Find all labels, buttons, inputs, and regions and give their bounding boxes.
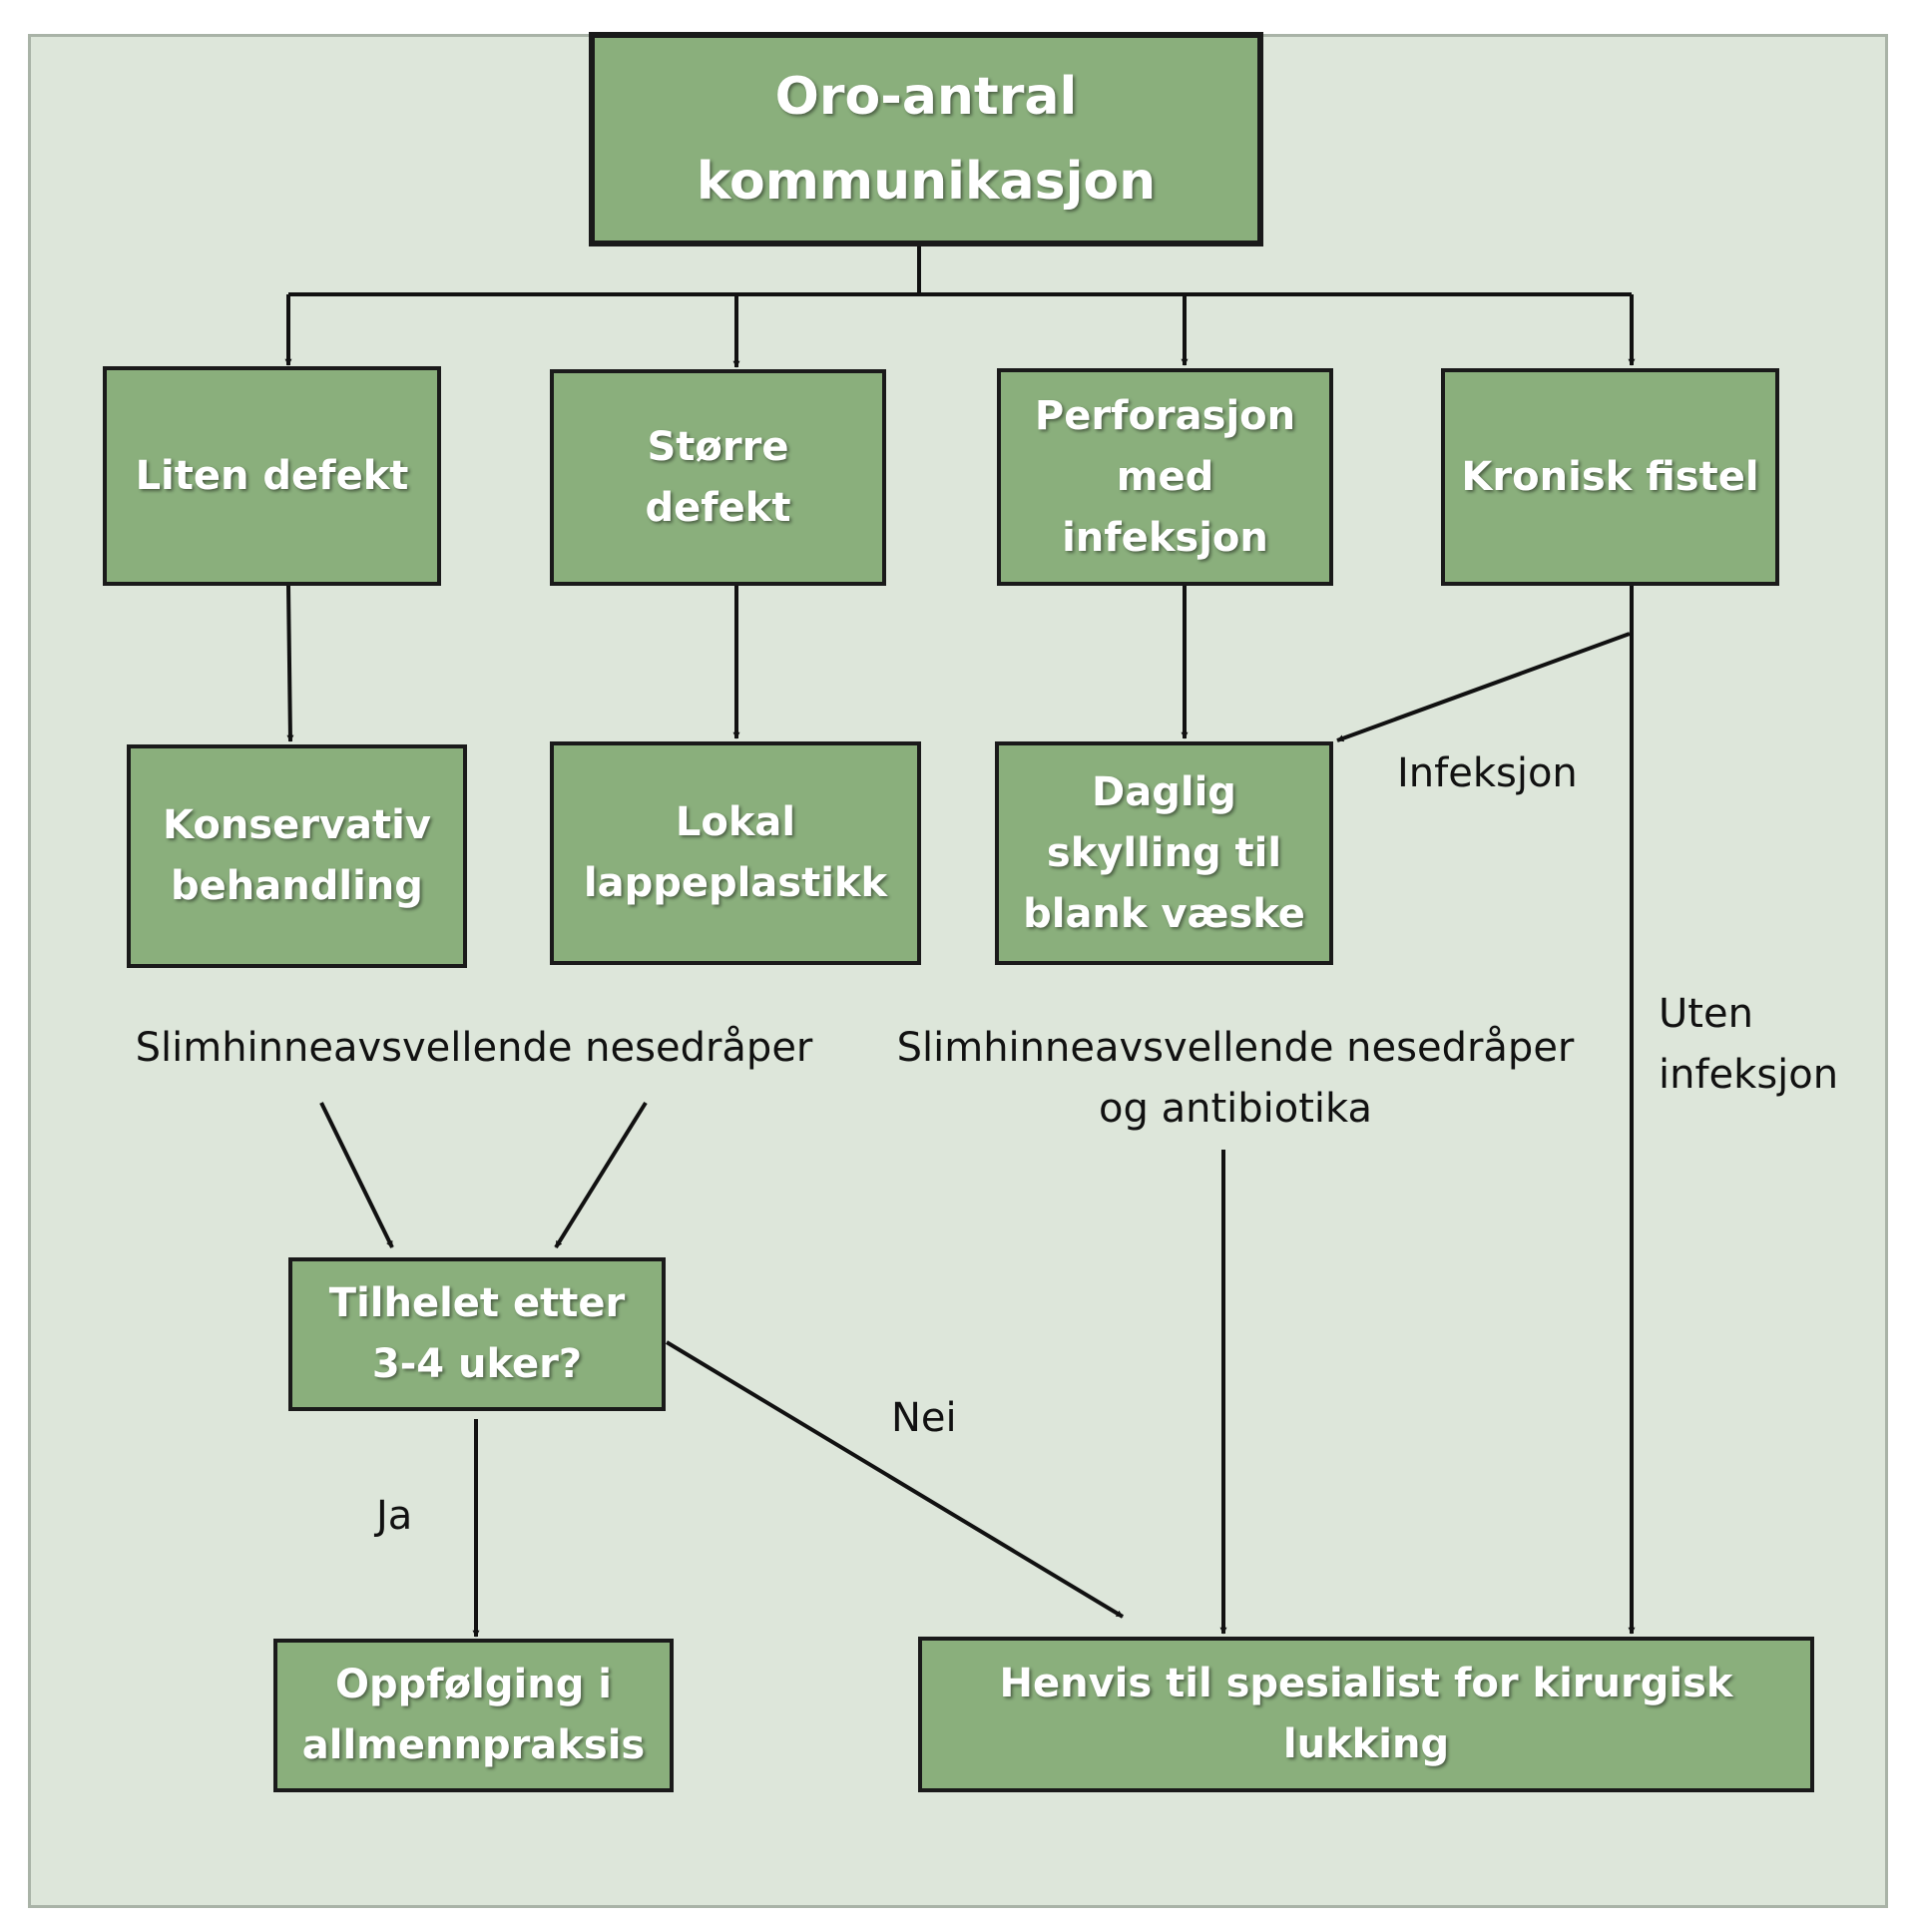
node-lokal-line1: Lokal bbox=[675, 799, 796, 845]
node-storre-defekt: Større defekt bbox=[550, 369, 886, 586]
node-liten-defekt-line1: Liten defekt bbox=[135, 452, 409, 499]
node-konservativ-line1: Konservativ bbox=[163, 802, 431, 848]
node-henvis-line1: Henvis til spesialist for kirurgisk lukk… bbox=[999, 1661, 1733, 1767]
node-oppfolging: Oppfølging i allmennpraksis bbox=[273, 1639, 674, 1792]
node-kronisk-fistel-line1: Kronisk fistel bbox=[1461, 453, 1759, 500]
node-henvis-spesialist: Henvis til spesialist for kirurgisk lukk… bbox=[918, 1637, 1814, 1792]
node-liten-defekt: Liten defekt bbox=[103, 366, 441, 586]
node-daglig-skylling: Daglig skylling til blank væske bbox=[995, 741, 1333, 965]
node-perforasjon-line2: med bbox=[1116, 453, 1214, 500]
label-nesedraper-left: Slimhinneavsvellende nesedråper bbox=[135, 1025, 813, 1071]
node-daglig-line1: Daglig bbox=[1092, 768, 1236, 815]
label-nesedraper-right-line2: og antibiotika bbox=[1099, 1086, 1372, 1132]
node-lokal-line2: lappeplastikk bbox=[583, 860, 888, 906]
arrow-konservativ-to-tilhelet bbox=[319, 1102, 394, 1248]
diagram-panel bbox=[28, 34, 1888, 1908]
label-nesedraper-right-line1: Slimhinneavsvellende nesedråper bbox=[896, 1025, 1575, 1071]
label-ja: Ja bbox=[376, 1493, 413, 1539]
label-infeksjon: Infeksjon bbox=[1397, 750, 1578, 796]
node-oro-antral-line2: kommunikasjon bbox=[696, 151, 1157, 212]
label-uten-line2: infeksjon bbox=[1659, 1052, 1839, 1098]
label-uten-line1: Uten bbox=[1659, 991, 1753, 1037]
arrow-lokal-to-tilhelet bbox=[554, 1101, 648, 1249]
label-nei: Nei bbox=[891, 1395, 957, 1441]
arrow-tilhelet-to-henvis bbox=[665, 1340, 1125, 1619]
arrow-kronisk-to-daglig bbox=[1336, 632, 1631, 742]
node-daglig-line2: skylling til bbox=[1046, 829, 1282, 876]
label-uten-infeksjon: Uten infeksjon bbox=[1659, 984, 1838, 1106]
node-storre-defekt-line1: Større bbox=[647, 423, 789, 470]
node-perforasjon-line1: Perforasjon bbox=[1034, 392, 1296, 439]
node-perforasjon-line3: infeksjon bbox=[1062, 514, 1268, 561]
node-konservativ-behandling: Konservativ behandling bbox=[127, 744, 467, 968]
node-oro-antral: Oro-antral kommunikasjon bbox=[589, 32, 1263, 246]
node-oppfolging-line1: Oppfølging i bbox=[335, 1662, 612, 1707]
node-oro-antral-line1: Oro-antral bbox=[774, 66, 1078, 127]
node-konservativ-line2: behandling bbox=[171, 863, 423, 909]
node-daglig-line3: blank væske bbox=[1023, 890, 1305, 937]
node-lokal-lappeplastikk: Lokal lappeplastikk bbox=[550, 741, 921, 965]
node-oppfolging-line2: allmennpraksis bbox=[301, 1722, 646, 1768]
arrow-liten-to-konservativ bbox=[286, 585, 294, 742]
node-kronisk-fistel: Kronisk fistel bbox=[1441, 368, 1779, 586]
node-tilhelet: Tilhelet etter 3-4 uker? bbox=[288, 1257, 666, 1411]
node-storre-defekt-line2: defekt bbox=[645, 484, 791, 531]
node-tilhelet-line1: Tilhelet etter bbox=[328, 1280, 626, 1326]
node-tilhelet-line2: 3-4 uker? bbox=[371, 1341, 583, 1387]
node-perforasjon: Perforasjon med infeksjon bbox=[997, 368, 1333, 586]
label-nesedraper-antibiotika: Slimhinneavsvellende nesedråper og antib… bbox=[897, 1018, 1575, 1140]
